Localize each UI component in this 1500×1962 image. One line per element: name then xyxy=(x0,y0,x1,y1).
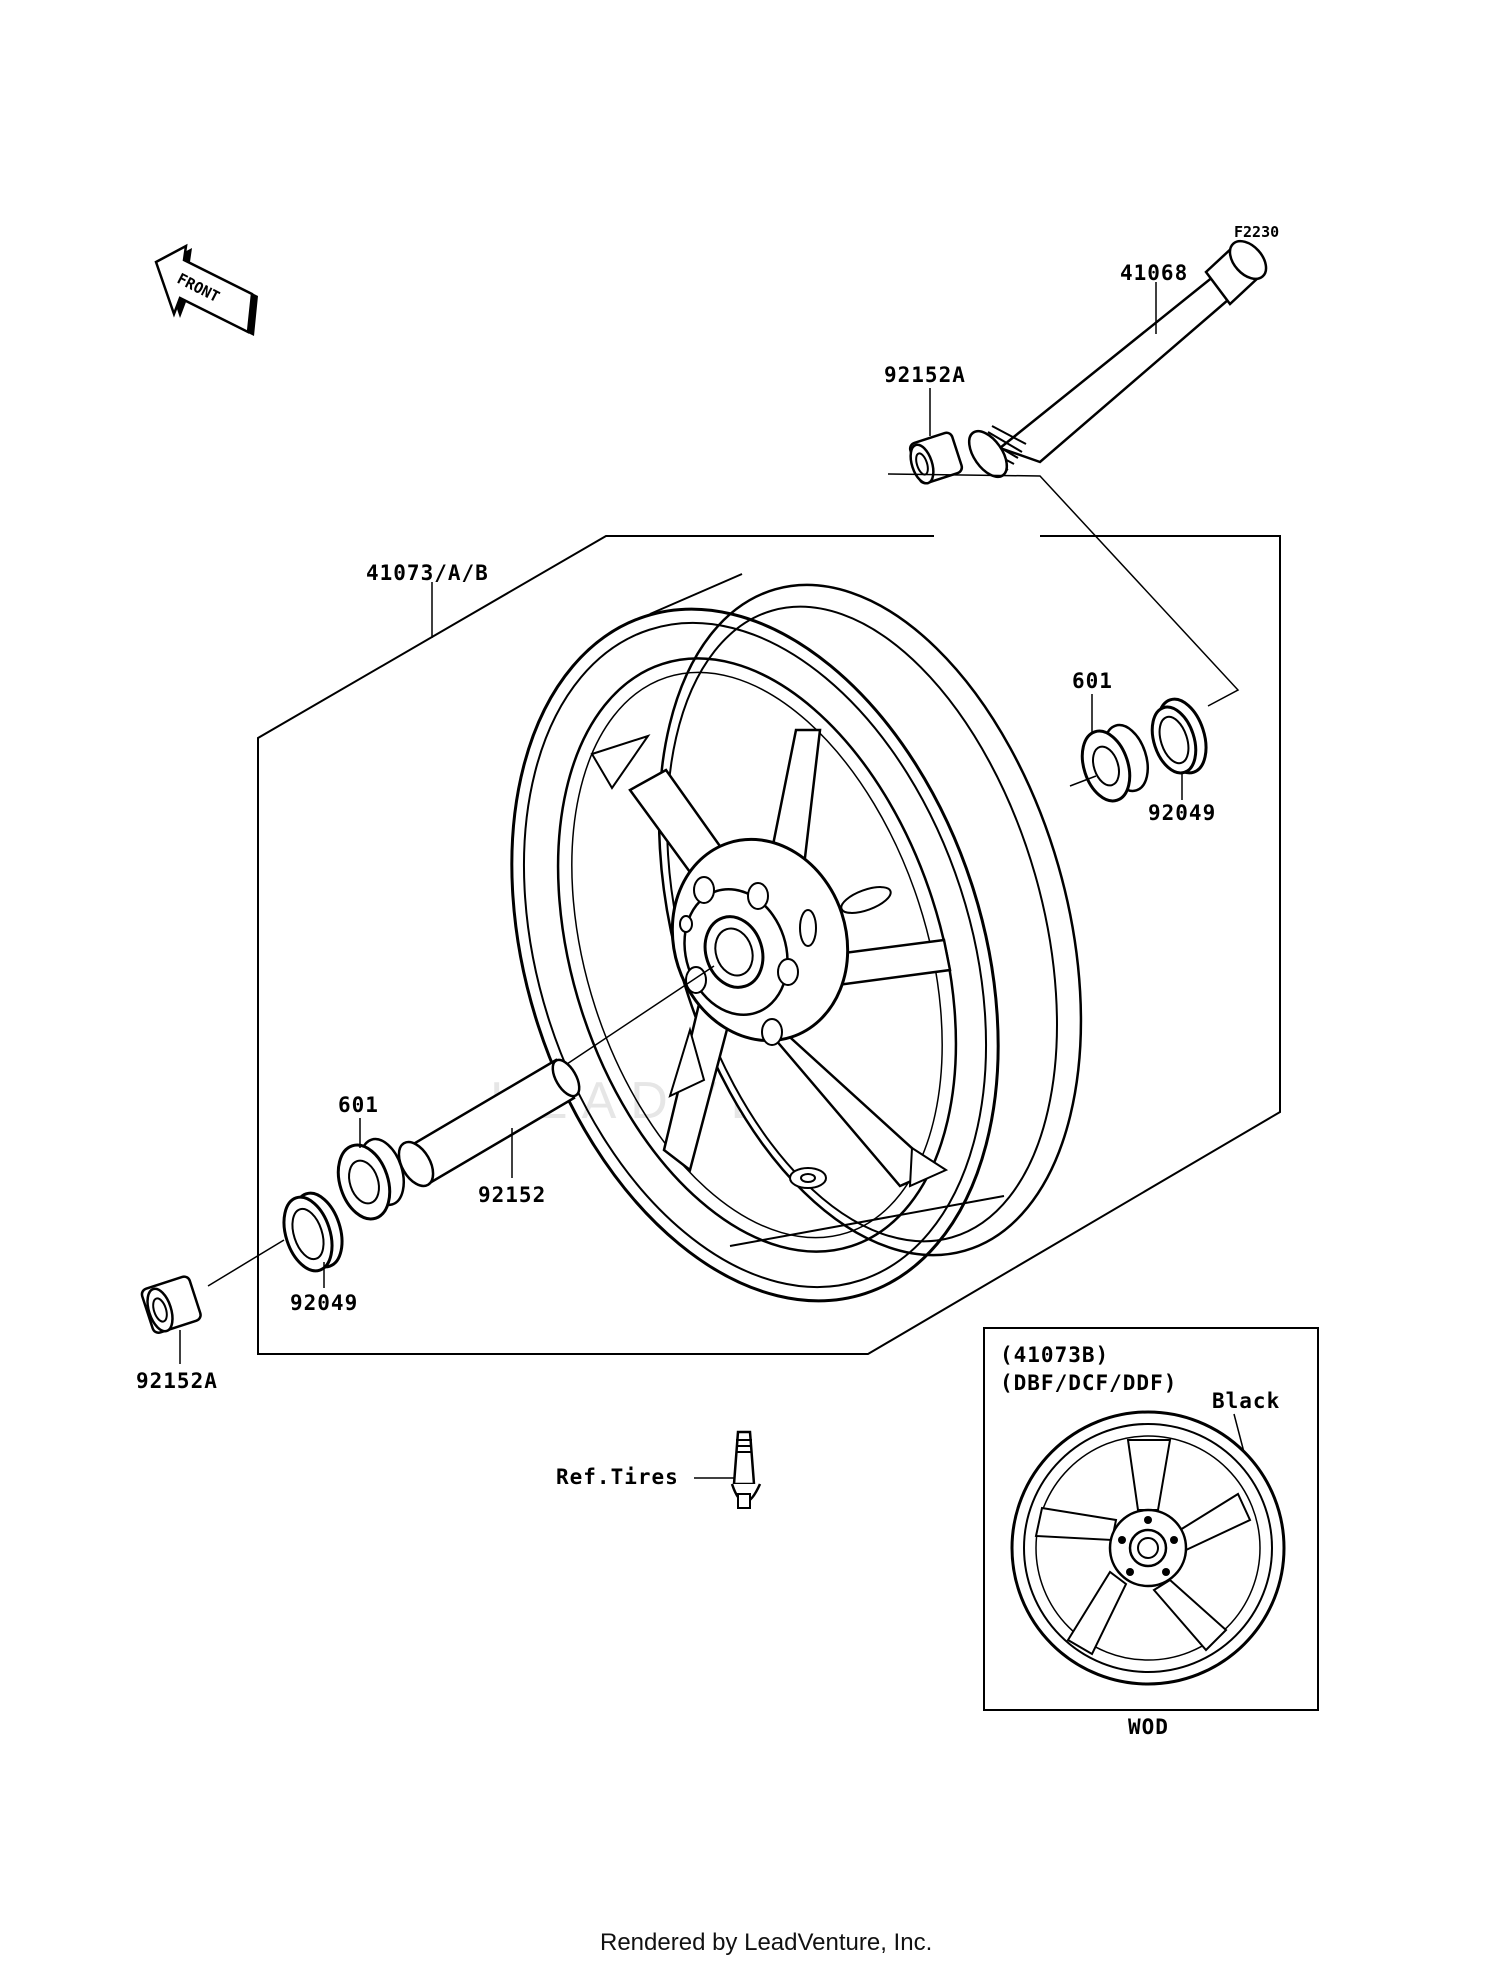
bearing-left xyxy=(336,1137,405,1221)
front-arrow-icon: FRONT xyxy=(154,243,258,336)
label-collar-bottom: 92152A xyxy=(136,1369,218,1393)
valve-stem xyxy=(730,1430,762,1509)
inset-panel: (41073B) (DBF/DCF/DDF) Black xyxy=(983,1327,1319,1739)
inset-color: Black xyxy=(1212,1389,1280,1413)
label-spacer: 92152 xyxy=(478,1183,546,1207)
footer-credit: Rendered by LeadVenture, Inc. xyxy=(600,1929,932,1956)
wheel-bracket xyxy=(257,535,1281,1355)
front-wheel xyxy=(510,573,1083,1303)
label-bearing-left: 601 xyxy=(338,1093,379,1117)
label-collar-top: 92152A xyxy=(884,363,966,387)
inset-code: WOD xyxy=(1128,1715,1169,1739)
label-wheel: 41073/A/B xyxy=(366,561,489,585)
bearing-right xyxy=(1080,723,1149,803)
label-valve-ref: Ref.Tires xyxy=(556,1465,679,1489)
axle xyxy=(967,239,1268,479)
figure-code: F2230 xyxy=(1234,223,1279,241)
inset-wheel xyxy=(1010,1410,1286,1686)
label-axle: 41068 xyxy=(1120,261,1188,285)
label-seal-right: 92049 xyxy=(1148,801,1216,825)
label-bearing-right: 601 xyxy=(1072,669,1113,693)
collar-bottom xyxy=(140,1275,202,1334)
label-seal-left: 92049 xyxy=(290,1291,358,1315)
spacer xyxy=(397,1058,581,1188)
seal-left xyxy=(282,1191,344,1273)
collar-top xyxy=(908,431,964,485)
inset-models: (DBF/DCF/DDF) xyxy=(1000,1371,1177,1395)
inset-part: (41073B) xyxy=(1000,1343,1109,1367)
seal-right xyxy=(1150,697,1208,775)
